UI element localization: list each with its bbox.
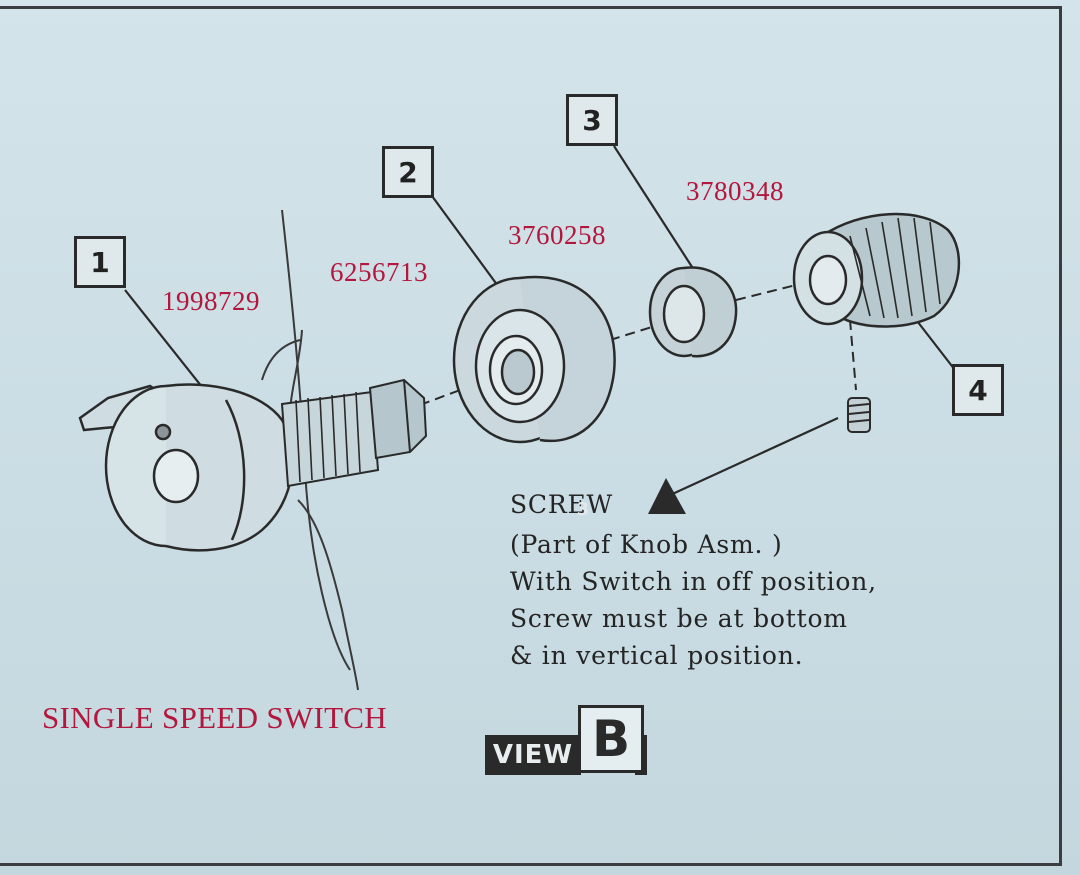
threaded-shaft <box>280 378 428 488</box>
view-letter: B <box>578 705 644 773</box>
flag-triangle-icon <box>648 478 686 514</box>
knob-part-4 <box>792 212 961 328</box>
ring-part-3 <box>648 266 738 358</box>
leader-3 <box>613 145 695 271</box>
bezel-part-2 <box>452 275 616 444</box>
diagram-title: SINGLE SPEED SWITCH <box>42 700 387 735</box>
part-number-6256713: 6256713 <box>330 257 428 287</box>
switch-body-part-1 <box>78 383 294 552</box>
part-number-3780348: 3780348 <box>686 176 784 206</box>
leader-screw <box>667 417 839 497</box>
screw-note-line: & in vertical position. <box>510 641 804 670</box>
set-screw <box>847 397 871 433</box>
callout-1: 1 <box>74 236 126 288</box>
callout-2: 2 <box>382 146 434 198</box>
leader-2 <box>431 195 499 287</box>
part-number-1998729: 1998729 <box>162 286 260 316</box>
view-word: VIEW <box>485 735 581 775</box>
screw-note-line: Screw must be at bottom <box>510 604 848 633</box>
screw-note-flag: 3 <box>576 499 591 520</box>
screw-note: SCREW 3 (Part of Knob Asm. ) With Switch… <box>510 486 877 674</box>
screw-note-heading: SCREW 3 <box>510 490 614 520</box>
callout-4: 4 <box>952 364 1004 416</box>
diagram-frame <box>0 6 1062 866</box>
leader-1 <box>124 289 207 393</box>
screw-note-line: With Switch in off position, <box>510 567 877 596</box>
screw-note-line: (Part of Knob Asm. ) <box>510 530 783 559</box>
callout-3: 3 <box>566 94 618 146</box>
leader-lines <box>124 145 956 497</box>
part-number-3760258: 3760258 <box>508 220 606 250</box>
